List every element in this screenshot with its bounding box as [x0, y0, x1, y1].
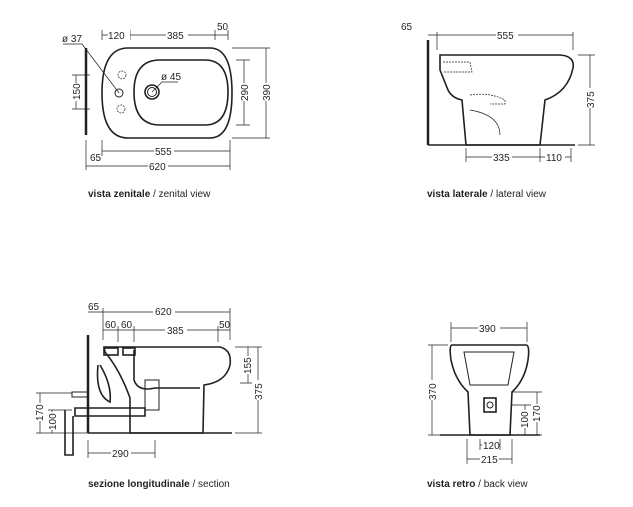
hidden-lines — [443, 61, 506, 105]
dim-label: 100 — [48, 413, 59, 430]
label-bg — [426, 380, 438, 400]
back-view: 390 370 100 170 120 215 vista retro / ba… — [426, 322, 543, 490]
label-bg — [111, 447, 131, 459]
dim-line — [235, 346, 262, 434]
label-bg — [166, 29, 188, 41]
dim-label: 110 — [546, 153, 562, 164]
leader-line — [63, 43, 120, 94]
dim-label: 375 — [586, 91, 597, 108]
tap-hole — [117, 70, 127, 80]
dim-label: 50 — [219, 320, 231, 331]
dim-label: 390 — [479, 324, 496, 335]
drain-circle — [144, 84, 160, 100]
label-bg — [519, 410, 530, 428]
view-caption: vista retro / back view — [427, 479, 528, 490]
dim-label: 60 — [105, 320, 117, 331]
bowl-outline — [133, 59, 229, 126]
dim-label: 170 — [532, 405, 543, 422]
label-bg — [153, 306, 175, 318]
dim-line — [85, 140, 231, 170]
label-bg — [165, 324, 187, 336]
label-bg — [154, 145, 174, 157]
dim-label: 290 — [240, 84, 251, 101]
view-caption: sezione longitudinale / section — [88, 479, 230, 490]
view-caption: vista zenitale / zenital view — [88, 189, 211, 200]
dim-label: 60 — [121, 320, 133, 331]
drain-inner — [147, 87, 157, 97]
label-bg — [108, 29, 130, 41]
label-bg — [47, 412, 58, 430]
back-recess — [463, 351, 515, 386]
view-caption: vista laterale / lateral view — [427, 189, 547, 200]
dim-label: 50 — [217, 22, 229, 33]
tap-body — [103, 347, 119, 356]
dim-label: ø 37 — [62, 34, 82, 45]
waste-pipe-down — [64, 410, 74, 456]
dim-label: 150 — [72, 83, 83, 100]
label-bg — [482, 439, 499, 451]
label-bg — [148, 160, 168, 172]
tap-hole — [116, 104, 126, 114]
dim-label: 100 — [520, 411, 531, 428]
hidden-lines — [469, 109, 501, 136]
dim-label: 215 — [481, 455, 498, 466]
supply-pipe — [71, 391, 89, 398]
dim-label: 120 — [108, 31, 125, 42]
label-bg — [545, 151, 565, 163]
tap-hole — [114, 88, 124, 98]
bidet-side-outline — [439, 54, 575, 146]
dim-label: 155 — [243, 357, 254, 374]
label-bg — [242, 356, 253, 374]
drain-outlet — [483, 397, 497, 413]
dim-line — [465, 148, 572, 162]
dim-label: 65 — [88, 302, 100, 313]
dim-label: 620 — [149, 162, 166, 173]
lateral-view: 65 555 375 335 110 vista laterale / late… — [401, 22, 597, 200]
dim-label: 555 — [497, 31, 514, 42]
label-bg — [253, 380, 264, 400]
bidet-section-outline — [103, 346, 232, 434]
dim-label: 555 — [155, 147, 172, 158]
dim-line — [36, 392, 88, 434]
bidet-back-outline — [449, 344, 530, 436]
label-bg — [34, 403, 45, 421]
leader-line — [151, 81, 178, 93]
label-bg — [478, 322, 500, 334]
dim-label: 290 — [112, 449, 129, 460]
label-bg — [492, 151, 512, 163]
dim-label: ø 45 — [161, 72, 181, 83]
bidet-outline — [101, 47, 233, 139]
hose — [96, 364, 112, 404]
label-bg — [260, 83, 272, 101]
dim-label: 385 — [167, 326, 184, 337]
label-bg — [496, 29, 518, 41]
dim-label: 335 — [493, 153, 510, 164]
zenital-view: ø 37 ø 45 120 385 50 150 290 390 555 65 … — [62, 22, 273, 200]
dim-label: 65 — [90, 153, 102, 164]
dim-label: 120 — [483, 441, 500, 452]
waste-pipe — [74, 407, 146, 417]
label-bg — [70, 83, 82, 101]
label-bg — [238, 83, 250, 101]
dim-label: 375 — [254, 383, 265, 400]
label-bg — [531, 404, 542, 422]
dim-label: 65 — [401, 22, 413, 33]
section-view: 65 620 60 60 385 50 155 375 170 100 290 … — [34, 302, 265, 490]
drain-hole — [486, 401, 494, 409]
dim-label: 620 — [155, 307, 172, 318]
dim-label: 390 — [262, 84, 273, 101]
inner-bowl-line — [133, 350, 200, 390]
dim-label: 385 — [167, 31, 184, 42]
label-bg — [584, 88, 596, 108]
dim-label: 170 — [35, 404, 46, 421]
tap-body — [122, 347, 136, 356]
dim-label: 370 — [428, 383, 439, 400]
label-bg — [480, 453, 499, 465]
dim-line — [103, 326, 230, 342]
drain-trap — [144, 379, 160, 411]
